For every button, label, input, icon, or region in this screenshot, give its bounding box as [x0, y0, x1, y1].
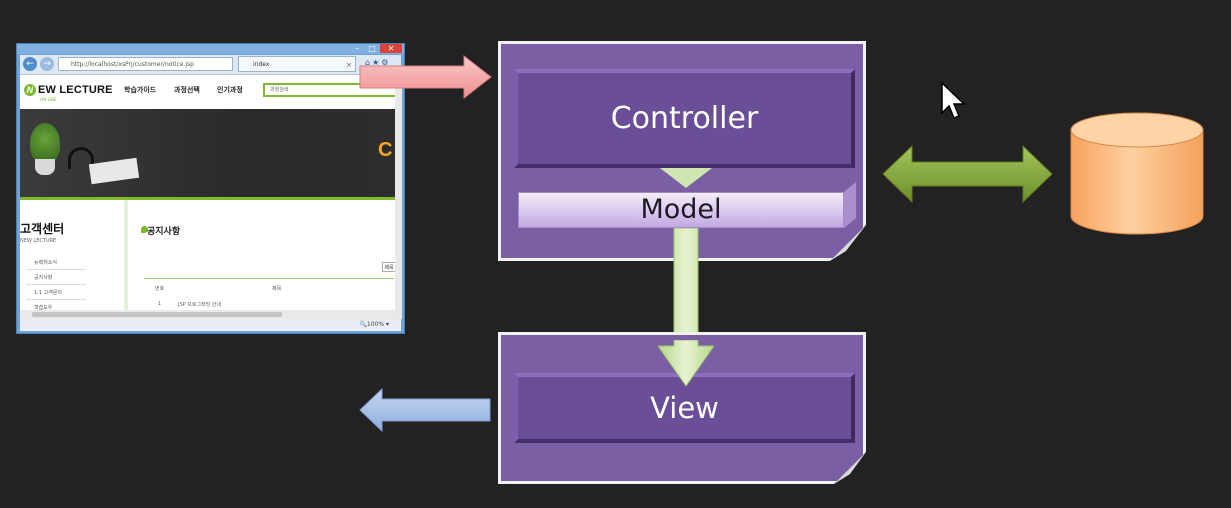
- nav-item-guide[interactable]: 학습가이드: [124, 86, 157, 94]
- db-double-arrow: [882, 144, 1053, 204]
- sidebar-item-help[interactable]: 학습도우: [34, 305, 53, 311]
- sidebar-title: 고객센터: [20, 222, 65, 236]
- sidebar-item-news[interactable]: 뉴렉처소식: [34, 260, 58, 266]
- model-box-side: [844, 182, 856, 228]
- mouse-cursor-icon: [941, 81, 966, 119]
- vertical-scrollbar[interactable]: [395, 75, 402, 319]
- model-box: Model: [518, 192, 844, 228]
- sidebar-divider: [26, 269, 86, 270]
- back-arrow-icon[interactable]: ←: [23, 57, 37, 71]
- close-window-button[interactable]: ✕: [380, 44, 402, 53]
- site-search-input[interactable]: 과정검색: [263, 83, 395, 97]
- table-header-title: 제목: [272, 286, 282, 292]
- sidebar-edge: [124, 200, 128, 319]
- request-arrow: [359, 54, 492, 100]
- controller-box: Controller: [514, 69, 855, 168]
- sidebar-divider: [26, 299, 86, 300]
- tab-close-icon[interactable]: ×: [346, 61, 352, 69]
- toolbar-icons[interactable]: ⌂★⚙: [365, 58, 391, 67]
- table-top-border: [144, 278, 394, 279]
- nav-item-course[interactable]: 과정선택: [174, 86, 200, 94]
- sidebar-item-notice[interactable]: 공지사항: [34, 275, 53, 281]
- sidebar-item-inquiry[interactable]: 1:1 고객문의: [34, 290, 63, 296]
- model-to-view-arrowhead: [658, 340, 714, 387]
- table-cell-title[interactable]: JSP 프로그래밍 안내: [178, 302, 222, 308]
- logo-text: EW LECTURE: [38, 84, 113, 96]
- tab-label: index: [253, 61, 270, 68]
- page-curl-icon: [830, 225, 866, 261]
- maximize-button[interactable]: □: [368, 44, 376, 53]
- logo-subtitle: ON-LINE: [40, 97, 57, 102]
- nav-item-popular[interactable]: 인기과정: [217, 86, 243, 94]
- plant-icon: [30, 123, 60, 163]
- browser-titlebar: [17, 44, 404, 54]
- address-bar[interactable]: http://localhost/xsPrj/customer/notice.j…: [58, 57, 233, 71]
- content-title: 공지사항: [147, 227, 181, 237]
- banner-divider: [20, 197, 395, 200]
- banner-text: C: [378, 139, 393, 161]
- table-cell-number: 1: [158, 301, 162, 307]
- minimize-button[interactable]: –: [355, 44, 359, 53]
- sidebar-divider: [26, 284, 86, 285]
- pot-icon: [35, 159, 55, 175]
- database-icon: [1070, 112, 1204, 235]
- page-curl-icon: [834, 452, 866, 484]
- headset-icon: [68, 147, 94, 169]
- subject-filter-button[interactable]: 제목: [382, 262, 395, 272]
- table-header-number: 번호: [155, 286, 165, 292]
- browser-toolbar: ← → http://localhost/xsPrj/customer/noti…: [20, 55, 401, 75]
- logo-n-icon: N: [24, 84, 36, 96]
- notice-bullet-icon: [141, 226, 148, 233]
- horizontal-scroll-thumb[interactable]: [32, 312, 282, 317]
- forward-arrow-icon[interactable]: →: [40, 57, 54, 71]
- browser-tab-index[interactable]: index ×: [238, 56, 356, 72]
- zoom-level[interactable]: 🔍100% ▾: [20, 319, 401, 331]
- sidebar-subtitle: NEW LECTURE: [20, 238, 57, 244]
- response-arrow: [359, 387, 491, 433]
- browser-window: – □ ✕ ← → http://localhost/xsPrj/custome…: [16, 43, 405, 334]
- controller-to-model-arrow: [660, 168, 712, 188]
